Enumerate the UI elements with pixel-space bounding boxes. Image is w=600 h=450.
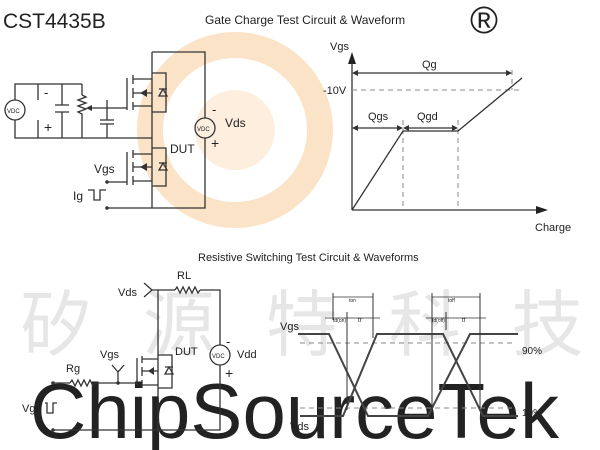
vgs-label: Vgs (280, 321, 299, 333)
dut-mosfet-icon (107, 147, 169, 187)
tf-label: tf (462, 318, 466, 324)
vdd-label: Vdd (237, 349, 257, 361)
rl-label: RL (177, 270, 191, 282)
dut-label: DUT (175, 346, 198, 358)
qgs-label: Qgs (368, 111, 389, 123)
pulse-icon (45, 402, 57, 414)
plus-sign: + (211, 135, 219, 151)
minus-sign: - (212, 102, 216, 117)
vdc-label: VDC (7, 109, 20, 115)
dut-label: DUT (170, 142, 195, 156)
part-number: CST4435B (3, 10, 106, 33)
minus-sign: - (226, 334, 230, 349)
vgs-pulse-label: Vgs (22, 403, 41, 415)
toff-label: toff (448, 298, 455, 304)
rg-resistor-icon (69, 378, 96, 388)
p10-label: 10% (522, 408, 542, 419)
rg-label: Rg (66, 363, 80, 375)
gate-charge-title: Gate Charge Test Circuit & Waveform (205, 13, 405, 27)
tdoff-label: td(off) (432, 318, 445, 324)
ton-label: ton (349, 298, 356, 304)
vgs-curve (351, 77, 523, 211)
tr-label: tr (358, 318, 362, 324)
vds-label: Vds (290, 421, 309, 433)
vdc-label: VDC (212, 354, 225, 360)
qg-label: Qg (422, 59, 437, 71)
switching-circuit: Vds RL VDC - + Vdd DUT Vgs Rg Vgs (22, 270, 257, 432)
level-label: -10V (323, 85, 347, 97)
rl-resistor-icon (174, 285, 201, 295)
watermark-logo (137, 32, 333, 228)
watermark-cn: 矽 源 特 科 技 (20, 283, 598, 367)
minus-sign: - (44, 85, 48, 100)
vds-label: Vds (118, 287, 137, 299)
upper-mosfet-icon (126, 72, 169, 113)
vgs-label: Vgs (94, 162, 115, 176)
vdc-label: VDC (197, 127, 210, 133)
plus-sign: + (225, 365, 233, 381)
vds-label: Vds (225, 116, 246, 130)
ig-label: Ig (73, 189, 83, 203)
vgs-trace (298, 333, 518, 417)
switching-waveforms: Vgs Vds 90% 10% ton toff td(on) tr td(of… (280, 293, 542, 433)
qgd-label: Qgd (417, 111, 438, 123)
vds-trace (300, 333, 518, 417)
dut-mosfet-icon (136, 354, 175, 389)
y-axis-label: Vgs (330, 41, 349, 53)
watermark: ® 矽 源 特 科 技 ChipSourceTek (20, 0, 598, 450)
switching-title: Resistive Switching Test Circuit & Wavef… (198, 252, 419, 264)
tdon-label: td(on) (333, 318, 346, 324)
gate-charge-waveform: Vgs Charge -10V Qg Qgs Qgd (323, 41, 571, 234)
watermark-logo-core (195, 90, 275, 170)
gate-charge-circuit: VDC - + Vds VDC - + DUT Vgs Ig (4, 51, 246, 210)
x-axis-label: Charge (535, 222, 571, 234)
vdd-source-icon (209, 344, 231, 366)
pulse-icon (88, 189, 106, 201)
vdc-source-icon (194, 117, 216, 139)
vgs-label: Vgs (100, 349, 119, 361)
p90-label: 90% (522, 346, 542, 357)
plus-sign: + (44, 119, 52, 135)
registered-mark: ® (470, 0, 498, 42)
